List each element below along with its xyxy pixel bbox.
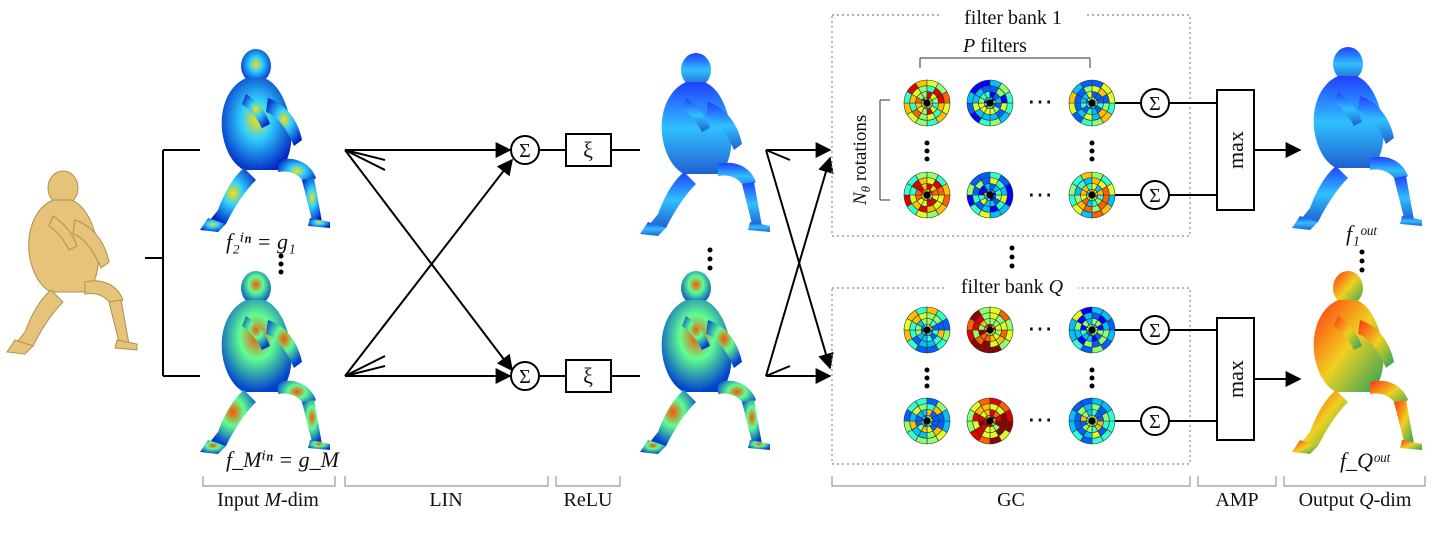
stage-input-label: Input M-dim (217, 489, 319, 511)
filter-bank-Q-label: filter bank Q (961, 276, 1064, 298)
polar-filter-disk (903, 79, 951, 127)
svg-text:⋯: ⋯ (1027, 87, 1053, 116)
gc-sum-node: Σ (1115, 315, 1217, 345)
filter-row-ellipses: ⋯ ⋯ ⋯ ⋯ (1027, 87, 1053, 434)
svg-text:max: max (1223, 131, 1248, 169)
filter-disks (903, 79, 1116, 445)
relu-box-bottom: ξ (539, 359, 640, 393)
lin-connections (344, 142, 513, 384)
p-filters-brace (919, 57, 1091, 68)
polar-filter-disk (966, 306, 1014, 354)
fM-in-label: f_Mⁱⁿ = g_M (226, 447, 341, 472)
polar-filter-disk (966, 397, 1014, 445)
stage-amp-label: AMP (1215, 489, 1258, 511)
svg-text:Σ: Σ (1149, 411, 1161, 433)
f1-out-label: f₁ᵒᵘᵗ (1346, 221, 1377, 246)
polar-filter-disk (1068, 306, 1116, 354)
vertical-ellipsis-relu (707, 247, 713, 271)
svg-text:ξ: ξ (583, 363, 593, 388)
f2-in-label: f₂ⁱⁿ = g₁ (226, 229, 296, 254)
input-feature-mesh-top (200, 49, 330, 232)
input-feature-mesh-bottom (200, 271, 330, 454)
polar-filter-disk (903, 397, 951, 445)
svg-text:ξ: ξ (583, 137, 593, 162)
stage-brackets (202, 476, 1426, 487)
fQ-out-label: f_Qᵒᵘᵗ (1340, 448, 1391, 473)
output-mesh-top (1292, 47, 1422, 230)
polar-filter-disk (903, 306, 951, 354)
svg-text:Σ: Σ (519, 140, 531, 162)
svg-text:⋯: ⋯ (1027, 405, 1053, 434)
filter-column-ellipses (924, 140, 1095, 389)
svg-text:⋯: ⋯ (1027, 314, 1053, 343)
gc-sum-node: Σ (1115, 88, 1217, 118)
rotations-brace (879, 99, 890, 201)
relu-output-mesh-bottom (640, 271, 770, 454)
amp-max-box-top: max (1216, 89, 1302, 211)
input-bracket (145, 149, 200, 377)
gc-connections (765, 142, 834, 384)
vertical-ellipsis-output (1359, 249, 1365, 273)
p-filters-label: P filters (962, 35, 1027, 57)
gc-sum-node: Σ (1115, 180, 1217, 210)
polar-filter-disk (966, 79, 1014, 127)
filter-bank-1-label: filter bank 1 (964, 7, 1062, 29)
svg-text:Σ: Σ (1149, 185, 1161, 207)
lin-sum-node-bottom: Σ (510, 361, 540, 391)
polar-filter-disk (1068, 171, 1116, 219)
svg-text:Σ: Σ (1149, 93, 1161, 115)
rotations-label: Nθ rotations (850, 115, 873, 206)
svg-text:⋯: ⋯ (1027, 180, 1053, 209)
stage-lin-label: LIN (429, 489, 462, 511)
amp-max-box-bottom: max (1216, 317, 1302, 441)
output-mesh-bottom (1292, 271, 1422, 454)
polar-filter-disk (1068, 397, 1116, 445)
svg-text:max: max (1223, 360, 1248, 398)
vertical-ellipsis-banks (1009, 245, 1015, 269)
polar-filter-disk (903, 171, 951, 219)
polar-filter-disk (966, 171, 1014, 219)
gc-sum-node: Σ (1115, 406, 1217, 436)
stage-relu-label: ReLU (564, 489, 613, 511)
input-mesh-figure (6, 170, 138, 355)
lin-sum-node-top: Σ (510, 135, 540, 165)
polar-filter-disk (1068, 79, 1116, 127)
gc-sum-nodes: Σ Σ Σ Σ (1115, 88, 1217, 436)
stage-output-label: Output Q-dim (1299, 489, 1412, 511)
relu-output-mesh-top (640, 53, 770, 236)
stage-gc-label: GC (997, 489, 1025, 511)
relu-box-top: ξ (539, 133, 640, 167)
svg-text:Σ: Σ (519, 366, 531, 388)
svg-text:Σ: Σ (1149, 320, 1161, 342)
vertical-ellipsis-input (278, 253, 284, 275)
filter-bank-Q-box (831, 287, 1191, 465)
